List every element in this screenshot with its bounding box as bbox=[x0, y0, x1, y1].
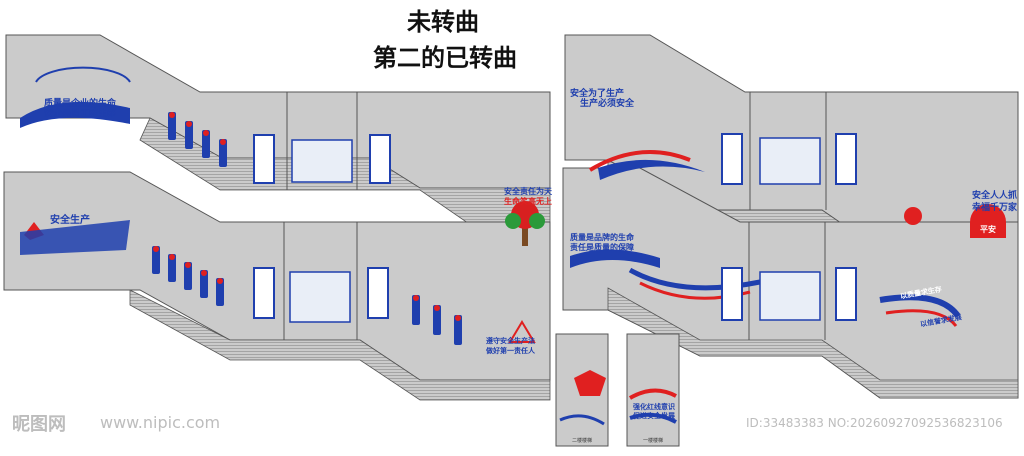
poster-frame bbox=[721, 267, 743, 321]
slogan-line2: 做好第一责任人 bbox=[486, 347, 535, 355]
safety-sign-plaque bbox=[433, 305, 441, 335]
sign-dot-icon bbox=[413, 295, 419, 301]
safety-sign-column bbox=[412, 295, 462, 345]
poster-board bbox=[759, 137, 821, 185]
poster-frame bbox=[253, 267, 275, 319]
watermark-url: www.nipic.com bbox=[100, 413, 221, 432]
sign-dot-icon bbox=[455, 315, 461, 321]
sign-dot-icon bbox=[153, 246, 159, 252]
door-slogan-line2: 促进安全发展 bbox=[633, 412, 675, 420]
safety-sign-plaque bbox=[152, 246, 160, 274]
safety-sign-plaque bbox=[454, 315, 462, 345]
safety-sign-plaque bbox=[216, 278, 224, 306]
poster-frame bbox=[253, 134, 275, 184]
safety-sign-plaque bbox=[185, 121, 193, 149]
sign-dot-icon bbox=[186, 121, 192, 127]
sign-dot-icon bbox=[201, 270, 207, 276]
banner-wave bbox=[570, 249, 660, 268]
watermark-logo: 昵图网 bbox=[12, 414, 66, 435]
door-caption-right: 一楼楼梯 bbox=[642, 438, 663, 444]
ribbon-wave bbox=[879, 294, 961, 318]
warning-triangle-icon bbox=[508, 320, 536, 343]
sign-dot-icon bbox=[169, 254, 175, 260]
banner-line1: 安全为了生产 bbox=[570, 89, 625, 99]
banner-line2: 生产必须安全 bbox=[580, 99, 635, 109]
slogan-line2: 幸福千万家 bbox=[972, 203, 1018, 213]
sign-dot-icon bbox=[169, 112, 175, 118]
sign-dot-icon bbox=[185, 262, 191, 268]
tree-icon bbox=[505, 201, 545, 246]
poster-frame bbox=[835, 133, 857, 185]
poster-frame bbox=[369, 134, 391, 184]
page-title-line1: 未转曲 bbox=[407, 8, 479, 36]
slogan-line1: 遵守安全生产法 bbox=[486, 337, 535, 345]
wall-a-bottom bbox=[3, 171, 551, 401]
safety-sign-plaque bbox=[412, 295, 420, 325]
page-title-line2: 第二的已转曲 bbox=[373, 44, 517, 72]
ribbon-wave bbox=[559, 414, 605, 426]
wall-b-top-decor bbox=[588, 133, 1006, 238]
watermark-id: ID:33483383 NO:20260927092536823106 bbox=[746, 416, 1003, 430]
door-slogan-line1: 强化红线意识 bbox=[633, 403, 675, 411]
slogan-line1: 安全人人抓 bbox=[972, 191, 1018, 201]
safety-badge-icon bbox=[970, 204, 1006, 238]
sign-dot-icon bbox=[203, 130, 209, 136]
banner-ribbon bbox=[20, 220, 130, 255]
banner-line2: 安全是员工的生命 bbox=[44, 109, 117, 119]
banner-title: 安全生产 bbox=[50, 215, 90, 226]
banner-stroke bbox=[588, 150, 691, 172]
banner-arc bbox=[35, 66, 131, 83]
wall-a-bottom-decor bbox=[20, 220, 536, 345]
banner-line1: 质量是企业的生命 bbox=[44, 99, 117, 109]
ribbon-wave bbox=[629, 412, 677, 424]
wall-a-top-decor bbox=[20, 66, 545, 246]
safety-sign-column bbox=[152, 246, 224, 306]
banner-line1: 质量是品牌的生命 bbox=[570, 233, 634, 242]
ribbon-wave-red bbox=[628, 388, 677, 400]
poster-board bbox=[289, 271, 351, 323]
safety-sign-column bbox=[168, 112, 227, 167]
slogan-line1: 安全责任为天 bbox=[504, 187, 552, 196]
poster-frame bbox=[367, 267, 389, 319]
door-caption-left: 二楼楼梯 bbox=[571, 438, 592, 444]
safety-sign-plaque bbox=[200, 270, 208, 298]
poster-frame bbox=[721, 133, 743, 185]
banner-wave bbox=[598, 159, 705, 180]
sign-dot-icon bbox=[217, 278, 223, 284]
safety-sign-plaque bbox=[202, 130, 210, 158]
safety-sign-plaque bbox=[168, 254, 176, 282]
shield-icon bbox=[574, 370, 606, 396]
door-panel-decor bbox=[559, 370, 677, 426]
badge-text: 平安 bbox=[980, 225, 996, 234]
safety-sign-plaque bbox=[219, 139, 227, 167]
poster-board bbox=[759, 271, 821, 321]
safety-sign-plaque bbox=[168, 112, 176, 140]
red-badge-icon bbox=[904, 207, 922, 225]
sign-dot-icon bbox=[220, 139, 226, 145]
sign-dot-icon bbox=[434, 305, 440, 311]
slogan-line2: 生命笑高无上 bbox=[504, 197, 552, 206]
banner-line2: 责任是质量的保障 bbox=[570, 243, 634, 252]
ribbon-wave-red bbox=[885, 309, 958, 327]
poster-frame bbox=[835, 267, 857, 321]
poster-board bbox=[291, 139, 353, 183]
wall-b-bottom-decor bbox=[570, 249, 961, 327]
safety-sign-plaque bbox=[184, 262, 192, 290]
banner-wave bbox=[20, 101, 130, 128]
